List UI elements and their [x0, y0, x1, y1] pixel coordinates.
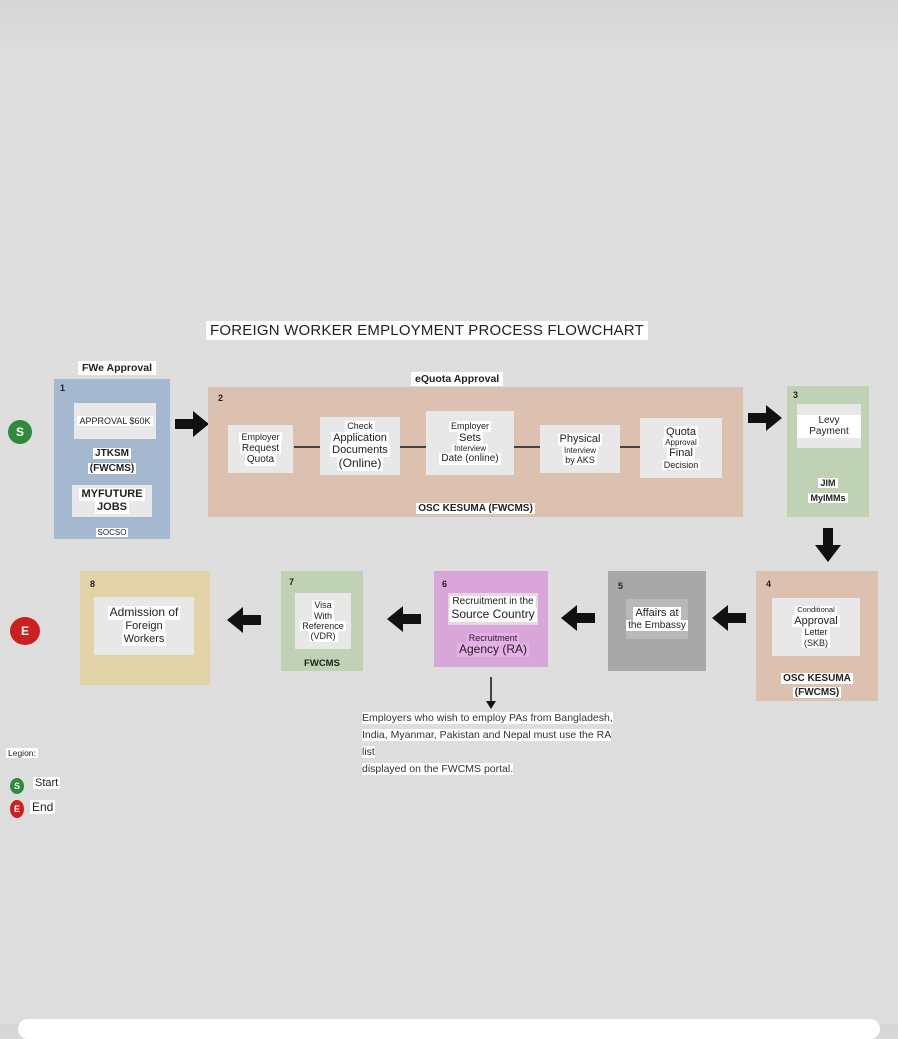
arrow-right-icon [748, 405, 782, 431]
step8-panel: 8 Admission of Foreign Workers [80, 571, 210, 685]
step6-panel: 6 Recruitment in the Source Country Recr… [434, 571, 548, 667]
step6-number: 6 [442, 579, 448, 589]
step3-panel: 3 Levy Payment JIM MyIMMs [787, 386, 869, 517]
legend-start-symbol: S [10, 778, 24, 794]
step2-interview-date-box: Employer Sets Interview Date (online) [426, 411, 514, 475]
step1-approval-box: APPROVAL $60K [74, 403, 156, 439]
step1-footer: SOCSO [95, 528, 129, 537]
step7-panel: 7 Visa With Reference (VDR) FWCMS [281, 571, 363, 671]
step5-number: 5 [618, 581, 624, 591]
step1-jtksm: JTKSM (FWCMS) [87, 448, 137, 474]
ra-note: Employers who wish to employ PAs from Ba… [362, 712, 613, 775]
bottom-sheet [18, 1019, 880, 1039]
step4-approval-letter-box: Conditional Approval Letter (SKB) [772, 598, 860, 656]
step4-osc: OSC KESUMA (FWCMS) [781, 673, 853, 698]
arrow-down-icon [486, 677, 496, 709]
step6-agency-box: Recruitment Agency (RA) [456, 632, 530, 658]
step7-number: 7 [289, 577, 295, 587]
step2-physical-interview-box: Physical Interview by AKS [540, 425, 620, 473]
arrow-down-icon [815, 528, 841, 562]
legend-title: Legion: [6, 748, 38, 758]
step4-panel: 4 Conditional Approval Letter (SKB) OSC … [756, 571, 878, 701]
step2-check-documents-box: Check Application Documents (Online) [320, 417, 400, 475]
arrow-right-icon [175, 411, 209, 437]
step4-number: 4 [766, 579, 772, 589]
step3-jim: JIM MyIMMs [808, 478, 848, 503]
arrow-left-icon [387, 606, 421, 632]
step5-embassy-box: Affairs at the Embassy [626, 599, 688, 639]
step1-panel: 1 APPROVAL $60K JTKSM (FWCMS) MYFUTURE J… [54, 379, 170, 539]
legend-end-symbol: E [10, 800, 24, 818]
legend: Legion: [6, 748, 38, 758]
step2-header: eQuota Approval [411, 372, 504, 386]
step2-panel: 2 Employer Request Quota Check Applicati… [208, 387, 743, 517]
step1-myfuture-box: MYFUTURE JOBS [72, 485, 152, 517]
step1-header: FWe Approval [78, 361, 157, 375]
step7-visa-box: Visa With Reference (VDR) [295, 593, 351, 649]
step3-levy-box: Levy Payment [797, 404, 861, 448]
end-symbol: E [10, 617, 40, 645]
arrow-left-icon [561, 605, 595, 631]
flowchart-title: FOREIGN WORKER EMPLOYMENT PROCESS FLOWCH… [206, 321, 648, 340]
arrow-left-icon [712, 605, 746, 631]
step2-number: 2 [218, 393, 224, 403]
step2-quota-decision-box: Quota Approval Final Decision [640, 418, 722, 478]
legend-end-label: End [30, 800, 56, 814]
step3-number: 3 [793, 390, 799, 400]
legend-start-label: Start [33, 777, 61, 789]
step2-footer: OSC KESUMA (FWCMS) [416, 503, 535, 514]
step6-recruitment-box: Recruitment in the Source Country [448, 593, 538, 625]
step1-number: 1 [60, 383, 66, 393]
start-symbol: S [8, 420, 32, 444]
arrow-left-icon [227, 607, 261, 633]
step7-footer: FWCMS [304, 658, 340, 669]
step2-employer-request-box: Employer Request Quota [228, 425, 293, 473]
step8-admission-box: Admission of Foreign Workers [94, 597, 194, 655]
step8-number: 8 [90, 579, 96, 589]
step5-panel: 5 Affairs at the Embassy [608, 571, 706, 671]
